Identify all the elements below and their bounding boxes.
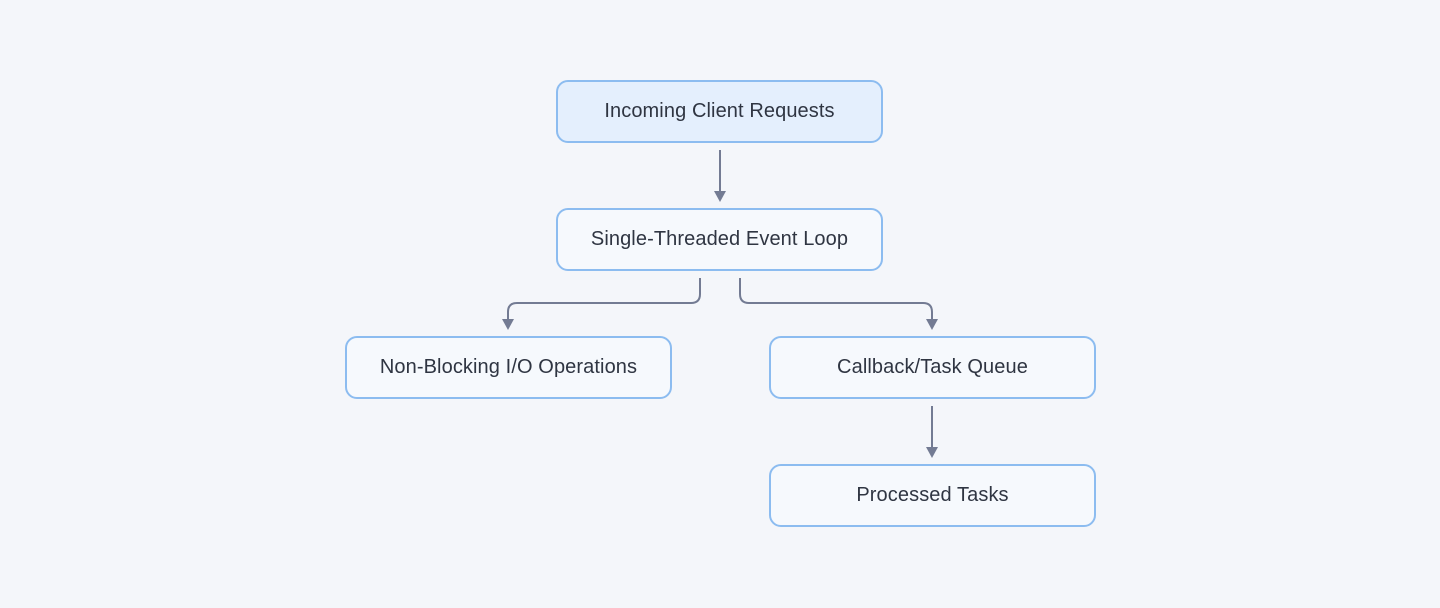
arrowhead-icon bbox=[502, 319, 514, 330]
node-processed-tasks: Processed Tasks bbox=[769, 464, 1096, 527]
node-callback-task-queue: Callback/Task Queue bbox=[769, 336, 1096, 399]
node-incoming-client-requests: Incoming Client Requests bbox=[556, 80, 883, 143]
node-non-blocking-io-operations: Non-Blocking I/O Operations bbox=[345, 336, 672, 399]
node-label: Callback/Task Queue bbox=[837, 356, 1028, 378]
arrowhead-icon bbox=[926, 319, 938, 330]
node-single-threaded-event-loop: Single-Threaded Event Loop bbox=[556, 208, 883, 271]
edge-queue-to-tasks bbox=[926, 406, 938, 458]
arrowhead-icon bbox=[926, 447, 938, 458]
edge-loop-to-io bbox=[502, 278, 701, 330]
node-label: Processed Tasks bbox=[856, 484, 1009, 506]
edge-loop-to-queue bbox=[739, 278, 938, 330]
arrowhead-icon bbox=[714, 191, 726, 202]
edge-requests-to-loop bbox=[714, 150, 726, 202]
node-label: Non-Blocking I/O Operations bbox=[379, 356, 638, 378]
node-label: Single-Threaded Event Loop bbox=[590, 228, 849, 250]
node-label: Incoming Client Requests bbox=[604, 100, 835, 122]
